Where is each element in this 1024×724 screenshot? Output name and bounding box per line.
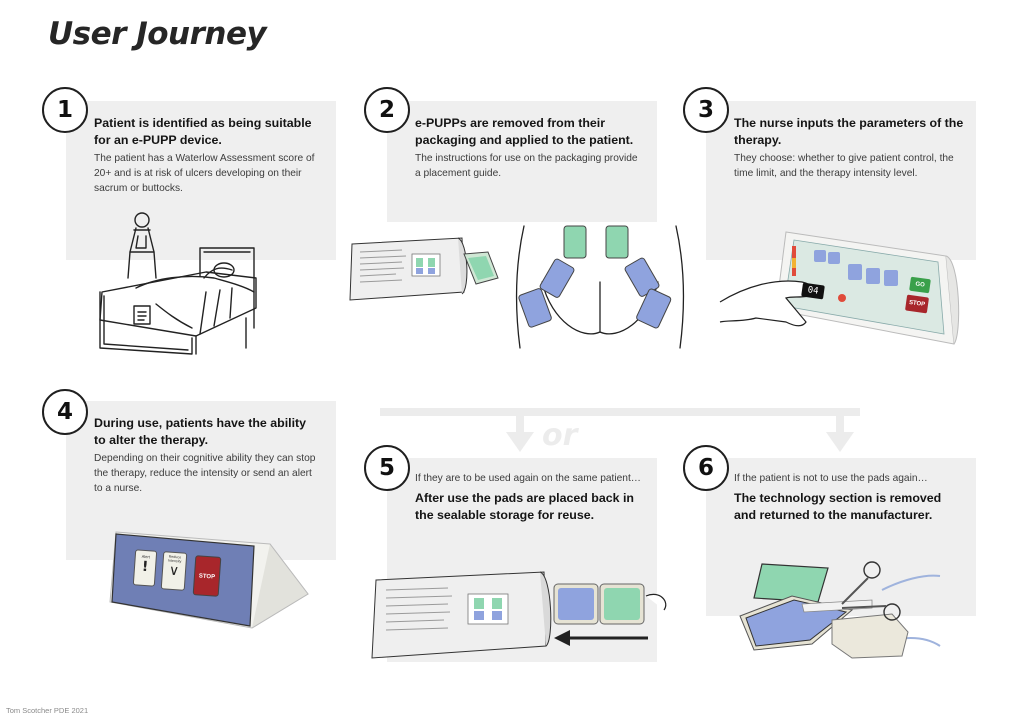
stop-button[interactable]: STOP <box>904 294 930 314</box>
step-2-heading: e-PUPPs are removed from their packaging… <box>415 116 634 147</box>
step-3-number: 3 <box>683 87 729 133</box>
footer-credit: Tom Scotcher PDE 2021 <box>6 706 89 715</box>
step-1-text: Patient is identified as being suitable … <box>94 115 320 196</box>
step-1-heading: Patient is identified as being suitable … <box>94 116 312 147</box>
step-2-body: The instructions for use on the packagin… <box>415 153 638 179</box>
step-6-panel <box>706 458 976 616</box>
pads-on-patient-illustration <box>515 225 685 349</box>
control-unit-illustration: 04 GO STOP <box>716 226 966 350</box>
page-title: User Journey <box>48 16 267 52</box>
step-2-number: 2 <box>364 87 410 133</box>
step-1-body: The patient has a Waterlow Assessment sc… <box>94 153 315 194</box>
step-3-text: The nurse inputs the parameters of the t… <box>734 115 964 181</box>
step-2-text: e-PUPPs are removed from their packaging… <box>415 115 645 181</box>
go-button[interactable]: GO <box>909 276 931 294</box>
packaging-illustration <box>349 237 499 301</box>
step-4-heading: During use, patients have the ability to… <box>94 416 307 447</box>
step-1-panel <box>66 101 336 260</box>
step-3-panel <box>706 101 976 260</box>
step-2-panel <box>387 101 657 222</box>
step-6-heading: The technology section is removed and re… <box>734 491 942 522</box>
patient-remote-illustration: Alert ! Reduce Intensity ∨ STOP <box>102 524 312 634</box>
step-5-text: If they are to be used again on the same… <box>415 471 647 524</box>
step-4-body: Depending on their cognitive ability the… <box>94 453 316 494</box>
or-split-arrows: or <box>380 400 860 460</box>
exclamation-icon: ! <box>141 558 149 576</box>
hospital-bed-illustration <box>99 212 257 355</box>
step-5-number: 5 <box>364 445 410 491</box>
display-readout: 04 <box>801 282 825 300</box>
chevron-down-icon: ∨ <box>168 562 180 580</box>
reduce-intensity-button[interactable]: Reduce Intensity ∨ <box>160 551 188 591</box>
step-3-body: They choose: whether to give patient con… <box>734 153 954 179</box>
step-4-number: 4 <box>42 389 88 435</box>
step-1-number: 1 <box>42 87 88 133</box>
step-6-intro: If the patient is not to use the pads ag… <box>734 473 928 484</box>
or-label: or <box>542 418 578 453</box>
step-4-text: During use, patients have the ability to… <box>94 415 320 496</box>
alert-button[interactable]: Alert ! <box>132 549 158 587</box>
technology-removal-illustration <box>739 561 941 659</box>
remote-stop-button[interactable]: STOP <box>192 555 222 597</box>
storage-reuse-illustration <box>371 571 667 659</box>
step-5-intro: If they are to be used again on the same… <box>415 473 641 484</box>
step-3-heading: The nurse inputs the parameters of the t… <box>734 116 964 147</box>
step-5-heading: After use the pads are placed back in th… <box>415 491 634 522</box>
step-4-panel <box>66 401 336 560</box>
step-6-number: 6 <box>683 445 729 491</box>
step-6-text: If the patient is not to use the pads ag… <box>734 471 966 524</box>
